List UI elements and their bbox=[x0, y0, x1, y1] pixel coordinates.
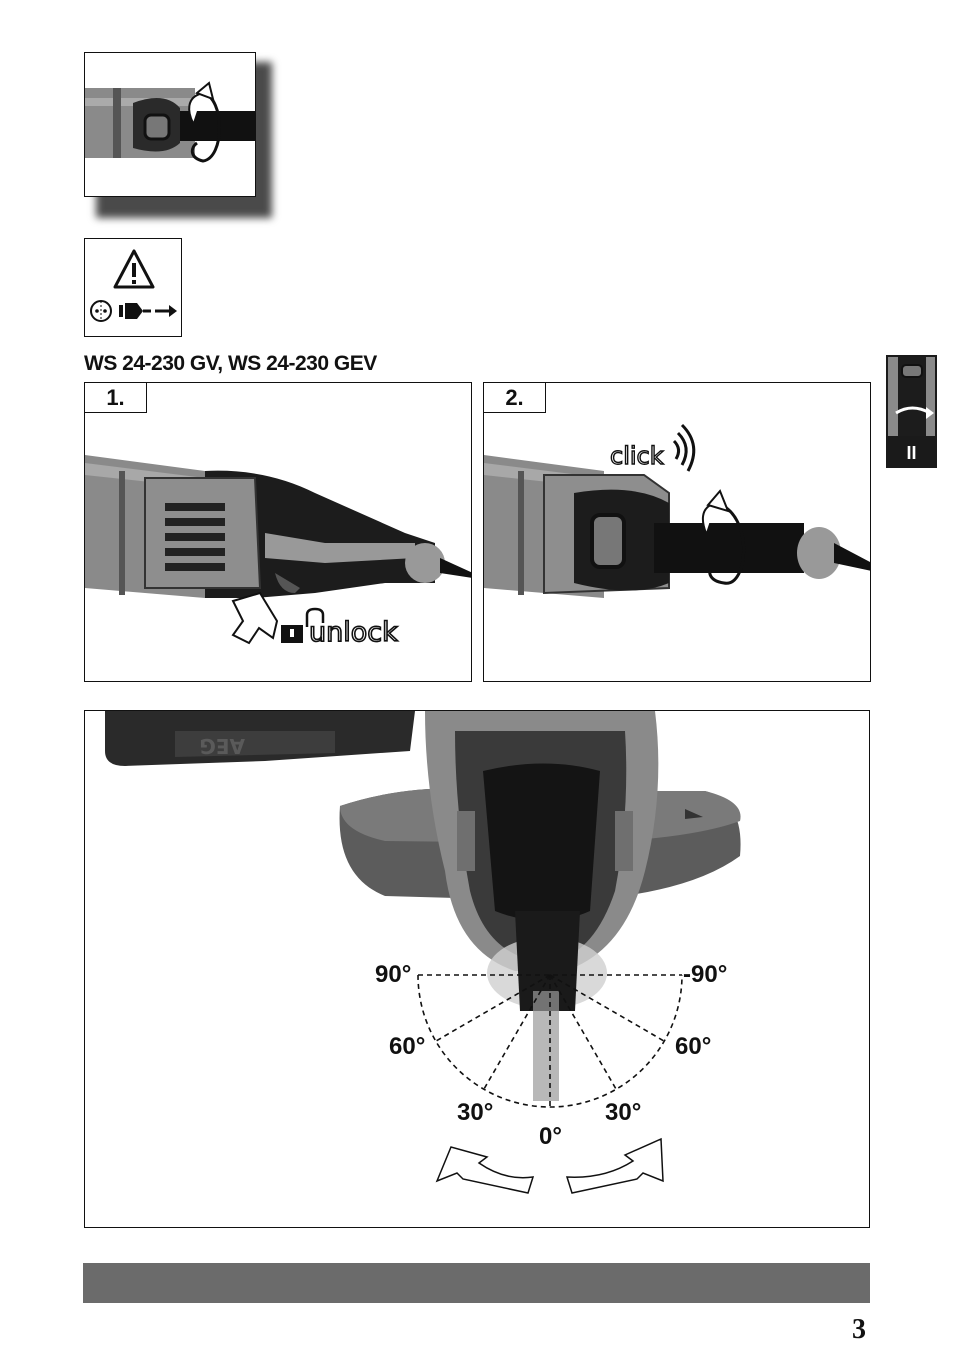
rotate-handle-illustration bbox=[84, 52, 256, 197]
handle-drawing bbox=[85, 81, 255, 163]
angle-arc bbox=[417, 974, 683, 1108]
step-1-panel: 1. unlock bbox=[84, 382, 472, 682]
step-1-drawing: unlock bbox=[85, 455, 471, 649]
grinder-top-view: AEG bbox=[105, 711, 741, 1194]
rotate-left-arrow-icon bbox=[435, 1146, 535, 1194]
angle-label-left-60: 60° bbox=[389, 1033, 426, 1060]
unplug-icon bbox=[90, 300, 177, 322]
warning-symbols bbox=[90, 249, 177, 322]
angle-label-right-60: 60° bbox=[675, 1033, 712, 1060]
warning-triangle-icon bbox=[113, 249, 155, 289]
section-side-tab: II bbox=[886, 355, 937, 468]
rotate-arrow-icon bbox=[706, 489, 730, 513]
step-1-number: 1. bbox=[85, 383, 147, 413]
footer-bar bbox=[83, 1263, 870, 1303]
warning-box bbox=[84, 238, 182, 337]
click-caption: click bbox=[610, 442, 664, 470]
click-sound-icon bbox=[672, 423, 696, 472]
section-number: II bbox=[906, 443, 917, 463]
press-arrow-icon bbox=[231, 591, 279, 645]
step-2-number: 2. bbox=[484, 383, 546, 413]
angle-label-left-30: 30° bbox=[457, 1099, 494, 1126]
angle-label-0: 0° bbox=[539, 1123, 562, 1150]
rotate-arrow-icon bbox=[195, 81, 215, 101]
unlock-caption: unlock bbox=[309, 617, 398, 648]
unlock-padlock-icon bbox=[281, 607, 325, 643]
step-2-panel: 2. click bbox=[483, 382, 871, 682]
svg-text:AEG: AEG bbox=[199, 734, 245, 758]
angle-label-right-30: 30° bbox=[605, 1099, 642, 1126]
rotation-angle-panel: AEG 90° -90° 60° 60° 30° 30° 0° bbox=[84, 710, 870, 1228]
model-heading: WS 24-230 GV, WS 24-230 GEV bbox=[84, 352, 377, 375]
step-2-drawing: click bbox=[484, 423, 870, 598]
page-number: 3 bbox=[852, 1314, 866, 1345]
rotate-right-arrow-icon bbox=[565, 1137, 664, 1194]
side-tab-thumbnail bbox=[888, 357, 935, 436]
angle-label-left-90: 90° bbox=[375, 961, 412, 988]
angle-label-right-90: -90° bbox=[683, 961, 728, 988]
